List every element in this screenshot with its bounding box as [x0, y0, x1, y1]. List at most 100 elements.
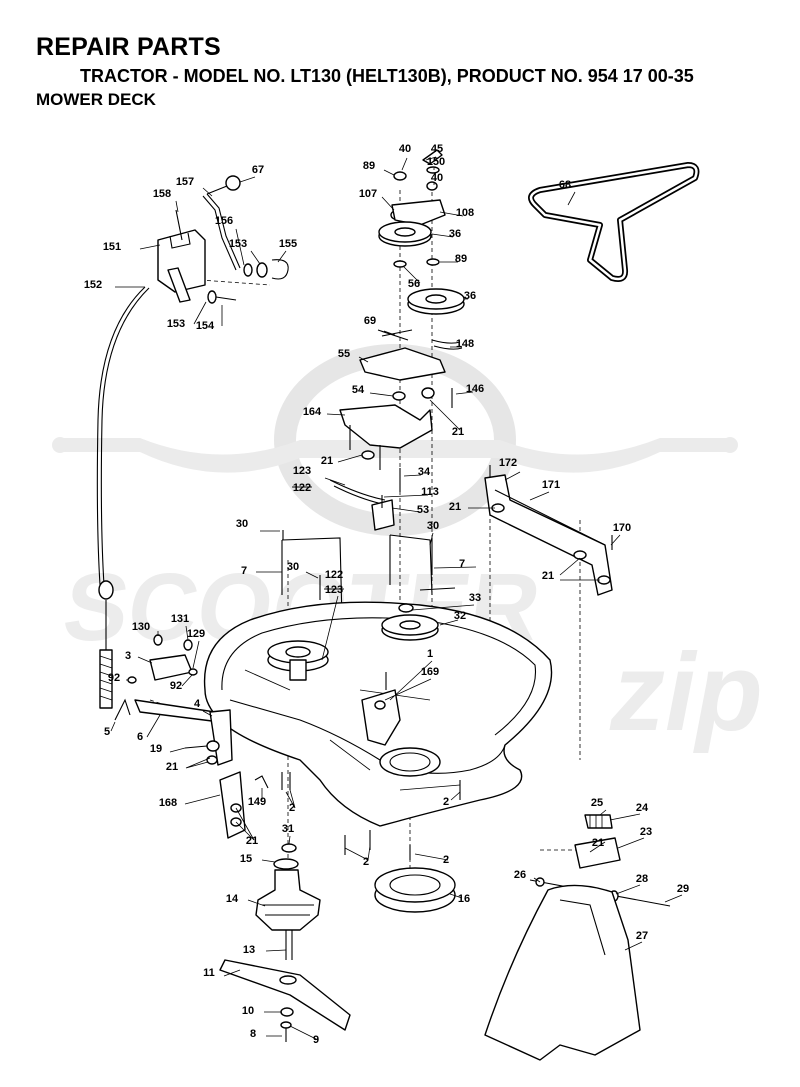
- part-callout-168: 168: [159, 797, 177, 809]
- part-callout-34: 34: [418, 466, 431, 478]
- part-callout-122: 122: [325, 569, 343, 581]
- part-callout-55: 55: [338, 348, 350, 360]
- hanger-rods: [281, 530, 456, 621]
- part-callout-155: 155: [279, 238, 297, 250]
- part-callout-32: 32: [454, 610, 466, 622]
- part-callout-108: 108: [456, 207, 474, 219]
- part-callout-30: 30: [427, 520, 439, 532]
- part-callout-153: 153: [229, 238, 247, 250]
- part-callout-7: 7: [459, 558, 465, 570]
- part-callout-172: 172: [499, 457, 517, 469]
- part-callout-54: 54: [352, 384, 365, 396]
- part-callout-15: 15: [240, 853, 252, 865]
- part-callout-92: 92: [108, 672, 120, 684]
- part-callout-107: 107: [359, 188, 377, 200]
- part-callout-123: 123: [293, 465, 311, 477]
- part-callout-13: 13: [243, 944, 255, 956]
- part-callout-24: 24: [636, 802, 649, 814]
- part-callout-122: 122: [293, 482, 311, 494]
- part-callout-148: 148: [456, 338, 474, 350]
- part-callout-1: 1: [427, 648, 433, 660]
- part-callout-170: 170: [613, 522, 631, 534]
- part-callout-129: 129: [187, 628, 205, 640]
- part-callout-16: 16: [458, 893, 470, 905]
- part-callout-152: 152: [84, 279, 102, 291]
- part-callout-6: 6: [137, 731, 143, 743]
- part-callout-23: 23: [640, 826, 652, 838]
- part-callout-154: 154: [196, 320, 215, 332]
- part-callout-21: 21: [166, 761, 178, 773]
- part-callout-28: 28: [636, 873, 648, 885]
- part-callout-53: 53: [417, 504, 429, 516]
- part-callout-21: 21: [449, 501, 461, 513]
- deck-bracket-168: [219, 771, 291, 839]
- part-callout-11: 11: [203, 967, 215, 979]
- part-callout-2: 2: [289, 802, 295, 814]
- part-callout-69: 69: [364, 315, 376, 327]
- part-callout-68: 68: [559, 179, 571, 191]
- part-callout-30: 30: [287, 561, 299, 573]
- part-callout-164: 164: [303, 406, 322, 418]
- part-callout-56: 56: [408, 278, 420, 290]
- part-callout-2: 2: [443, 796, 449, 808]
- part-callout-19: 19: [150, 743, 162, 755]
- part-callout-2: 2: [363, 856, 369, 868]
- part-callout-30: 30: [236, 518, 248, 530]
- part-callout-2: 2: [443, 854, 449, 866]
- part-callout-8: 8: [250, 1028, 256, 1040]
- part-callout-156: 156: [215, 215, 233, 227]
- part-callout-157: 157: [176, 176, 194, 188]
- spindle-assembly: [219, 843, 351, 1042]
- part-callout-169: 169: [421, 666, 439, 678]
- part-callout-21: 21: [452, 426, 464, 438]
- part-callout-40: 40: [431, 172, 443, 184]
- part-callout-9: 9: [313, 1034, 319, 1046]
- part-callout-36: 36: [464, 290, 476, 302]
- part-callout-31: 31: [282, 823, 294, 835]
- section-title: MOWER DECK: [36, 90, 156, 109]
- part-callout-36: 36: [449, 228, 461, 240]
- part-callout-21: 21: [321, 455, 333, 467]
- part-callout-21: 21: [592, 837, 604, 849]
- spindle-guard: [374, 867, 456, 913]
- part-callout-89: 89: [455, 253, 467, 265]
- mower-deck: [203, 601, 553, 860]
- part-callout-67: 67: [252, 164, 264, 176]
- part-callout-131: 131: [171, 613, 189, 625]
- leader-lines: [110, 156, 683, 1041]
- part-callout-146: 146: [466, 383, 484, 395]
- part-callout-7: 7: [241, 565, 247, 577]
- part-callout-40: 40: [399, 143, 411, 155]
- part-callout-149: 149: [248, 796, 266, 808]
- part-callout-130: 130: [132, 621, 150, 633]
- part-callout-158: 158: [153, 188, 171, 200]
- part-callout-151: 151: [103, 241, 121, 253]
- part-callout-3: 3: [125, 650, 131, 662]
- part-callout-26: 26: [514, 869, 526, 881]
- watermark-text-script: zip: [609, 631, 763, 754]
- part-callout-153: 153: [167, 318, 185, 330]
- part-callout-27: 27: [636, 930, 648, 942]
- part-callout-5: 5: [104, 726, 110, 738]
- idler-pulley-stack: [378, 149, 465, 315]
- part-callout-113: 113: [421, 486, 439, 498]
- deck-linkage-left: [114, 634, 233, 766]
- drive-belt: [528, 162, 700, 282]
- discharge-chute: [484, 814, 671, 1061]
- part-callout-123: 123: [325, 584, 343, 596]
- part-callout-29: 29: [677, 883, 689, 895]
- part-callout-89: 89: [363, 160, 375, 172]
- part-callout-45: 45: [431, 143, 443, 155]
- part-callout-10: 10: [242, 1005, 254, 1017]
- part-callout-21: 21: [542, 570, 554, 582]
- part-callout-14: 14: [226, 893, 239, 905]
- part-callout-92: 92: [170, 680, 182, 692]
- part-callout-25: 25: [591, 797, 603, 809]
- part-callout-171: 171: [542, 479, 560, 491]
- part-callout-4: 4: [194, 698, 201, 710]
- part-callout-150: 150: [427, 156, 445, 168]
- lift-lever-assembly: [96, 175, 289, 709]
- page-title: REPAIR PARTS: [36, 33, 221, 61]
